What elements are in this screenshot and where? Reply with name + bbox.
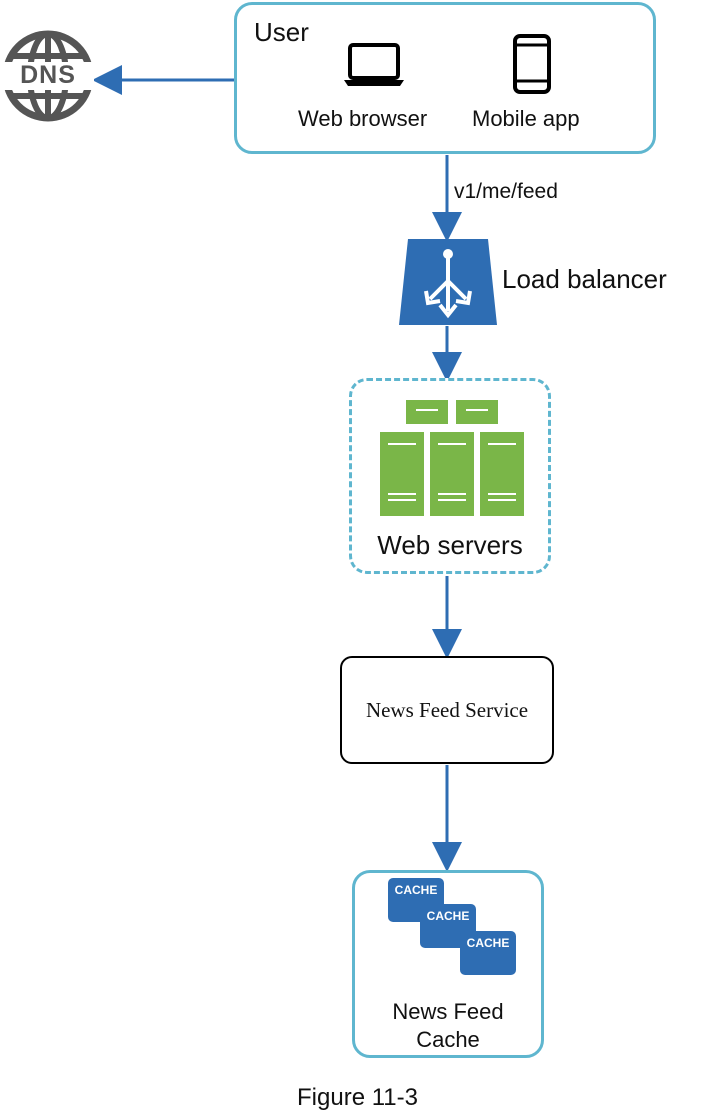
news-feed-cache-label: News Feed Cache — [352, 998, 544, 1054]
mobile-app-label: Mobile app — [472, 106, 580, 131]
web-servers-icon — [380, 400, 524, 516]
dns-globe-icon — [2, 30, 94, 122]
load-balancer-icon — [399, 239, 497, 325]
figure-caption: Figure 11-3 — [297, 1084, 418, 1111]
news-feed-cache-container: CACHE CACHE CACHE — [352, 870, 544, 1058]
laptop-icon — [344, 43, 404, 86]
web-servers-label: Web servers — [377, 530, 523, 560]
user-title: User — [254, 17, 309, 47]
news-feed-service-label: News Feed Service — [365, 697, 529, 722]
dns-label: DNS — [20, 61, 76, 89]
dns-node: DNS — [0, 28, 96, 124]
user-container — [234, 2, 656, 154]
endpoint-label: v1/me/feed — [454, 180, 558, 203]
news-feed-cache-label-line2: Cache — [416, 1027, 480, 1052]
cache-chip-3: CACHE — [460, 931, 516, 975]
cache-chip-2: CACHE — [420, 904, 476, 948]
web-browser-label: Web browser — [298, 106, 428, 131]
news-feed-cache-label-line1: News Feed — [392, 999, 504, 1024]
mobile-phone-icon — [513, 34, 551, 94]
news-feed-service-box: News Feed Service — [340, 656, 554, 764]
load-balancer-label: Load balancer — [502, 264, 667, 294]
